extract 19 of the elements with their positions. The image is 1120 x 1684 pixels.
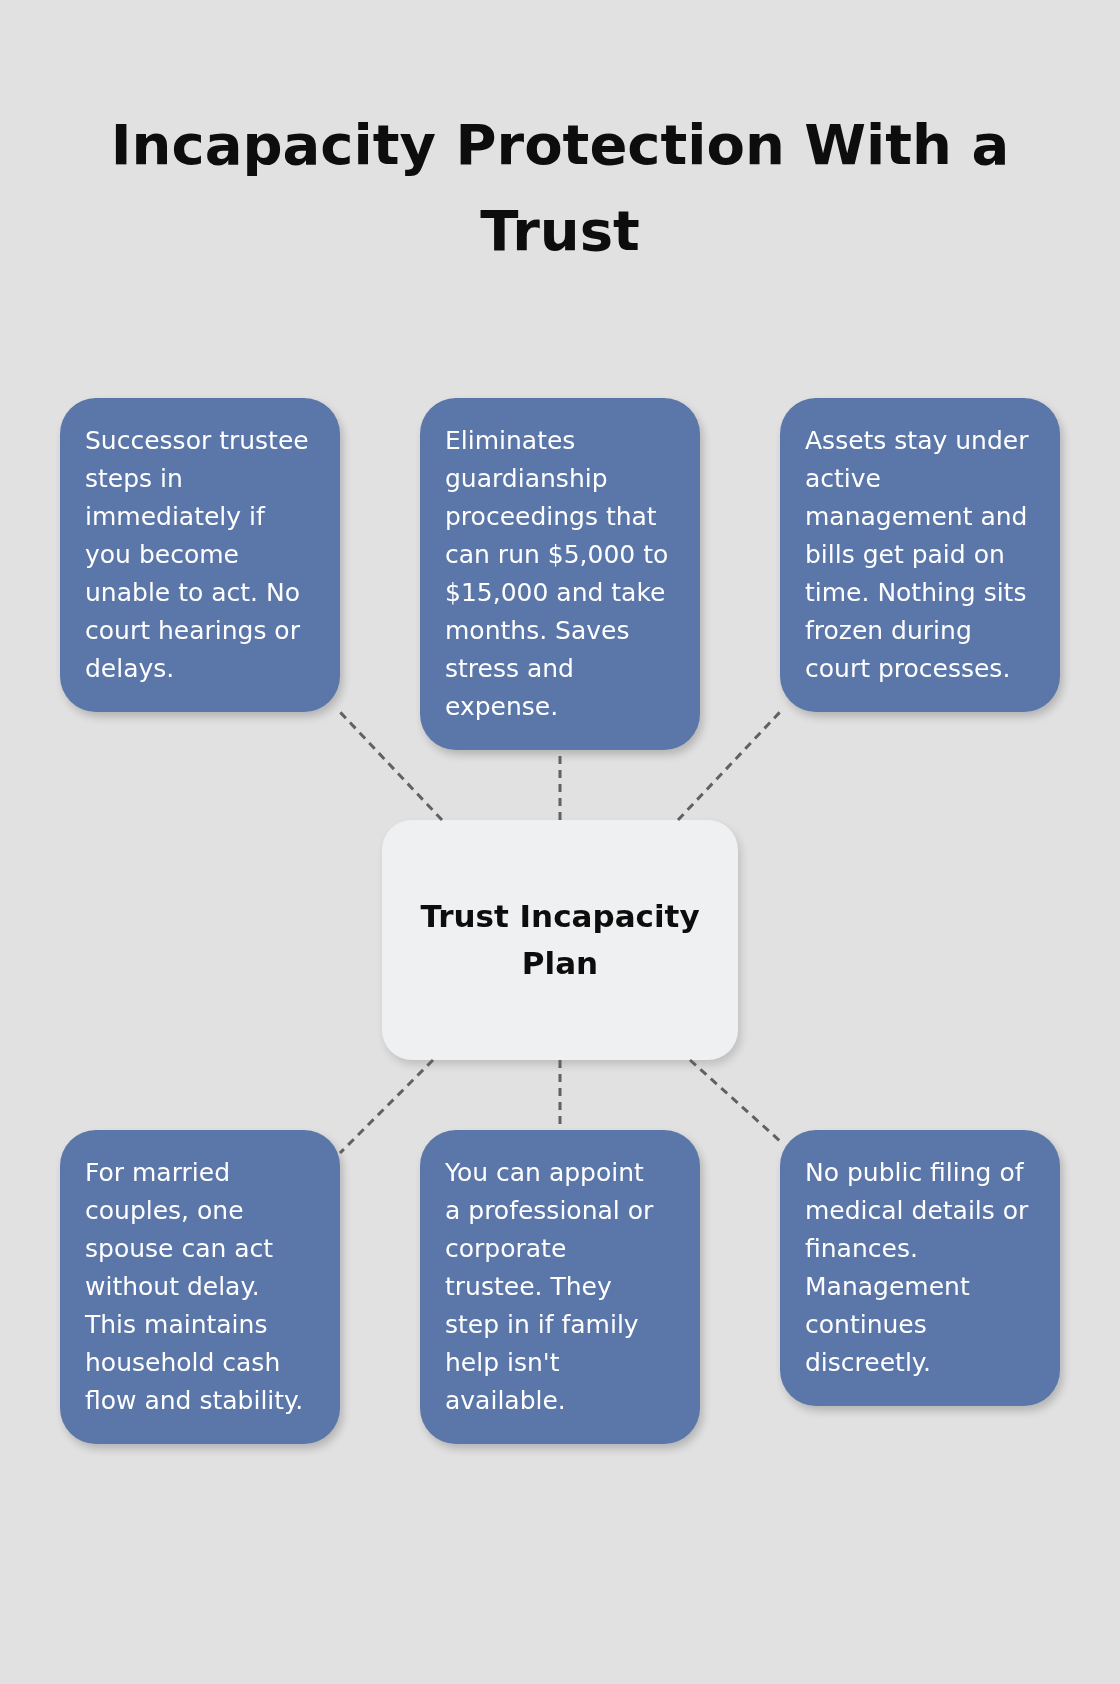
card-text: No public filing of medical details or finances. Management continues discreetly.	[805, 1157, 1030, 1379]
card-text: You can appoint a professional or corporate trustee. They step in if family help isn't available.	[445, 1157, 655, 1417]
central-card	[382, 820, 738, 1060]
info-card	[780, 398, 1060, 712]
info-card	[780, 1130, 1060, 1406]
dashed-connector	[676, 710, 782, 822]
dashed-connector	[689, 1058, 781, 1143]
info-card	[60, 398, 340, 712]
card-text: Assets stay under active management and bills get paid on time. Nothing sits frozen during court processes.	[805, 425, 1030, 685]
card-text: For married couples, one spouse can act without delay. This maintains household cash flow and stability.	[85, 1157, 305, 1417]
dashed-connector	[338, 710, 444, 822]
card-text: Eliminates guardianship proceedings that can run $5,000 to $15,000 and take months. Saves stress and expense.	[445, 425, 670, 723]
central-title: Trust Incapacity Plan	[419, 897, 701, 983]
title: Incapacity Protection With a Trust	[109, 111, 1011, 265]
dashed-connector	[338, 1058, 435, 1155]
card-text: Successor trustee steps in immediately if you become unable to act. No court hearings or delays.	[85, 425, 310, 685]
info-card	[420, 398, 700, 750]
info-card	[420, 1130, 700, 1444]
info-card	[60, 1130, 340, 1444]
